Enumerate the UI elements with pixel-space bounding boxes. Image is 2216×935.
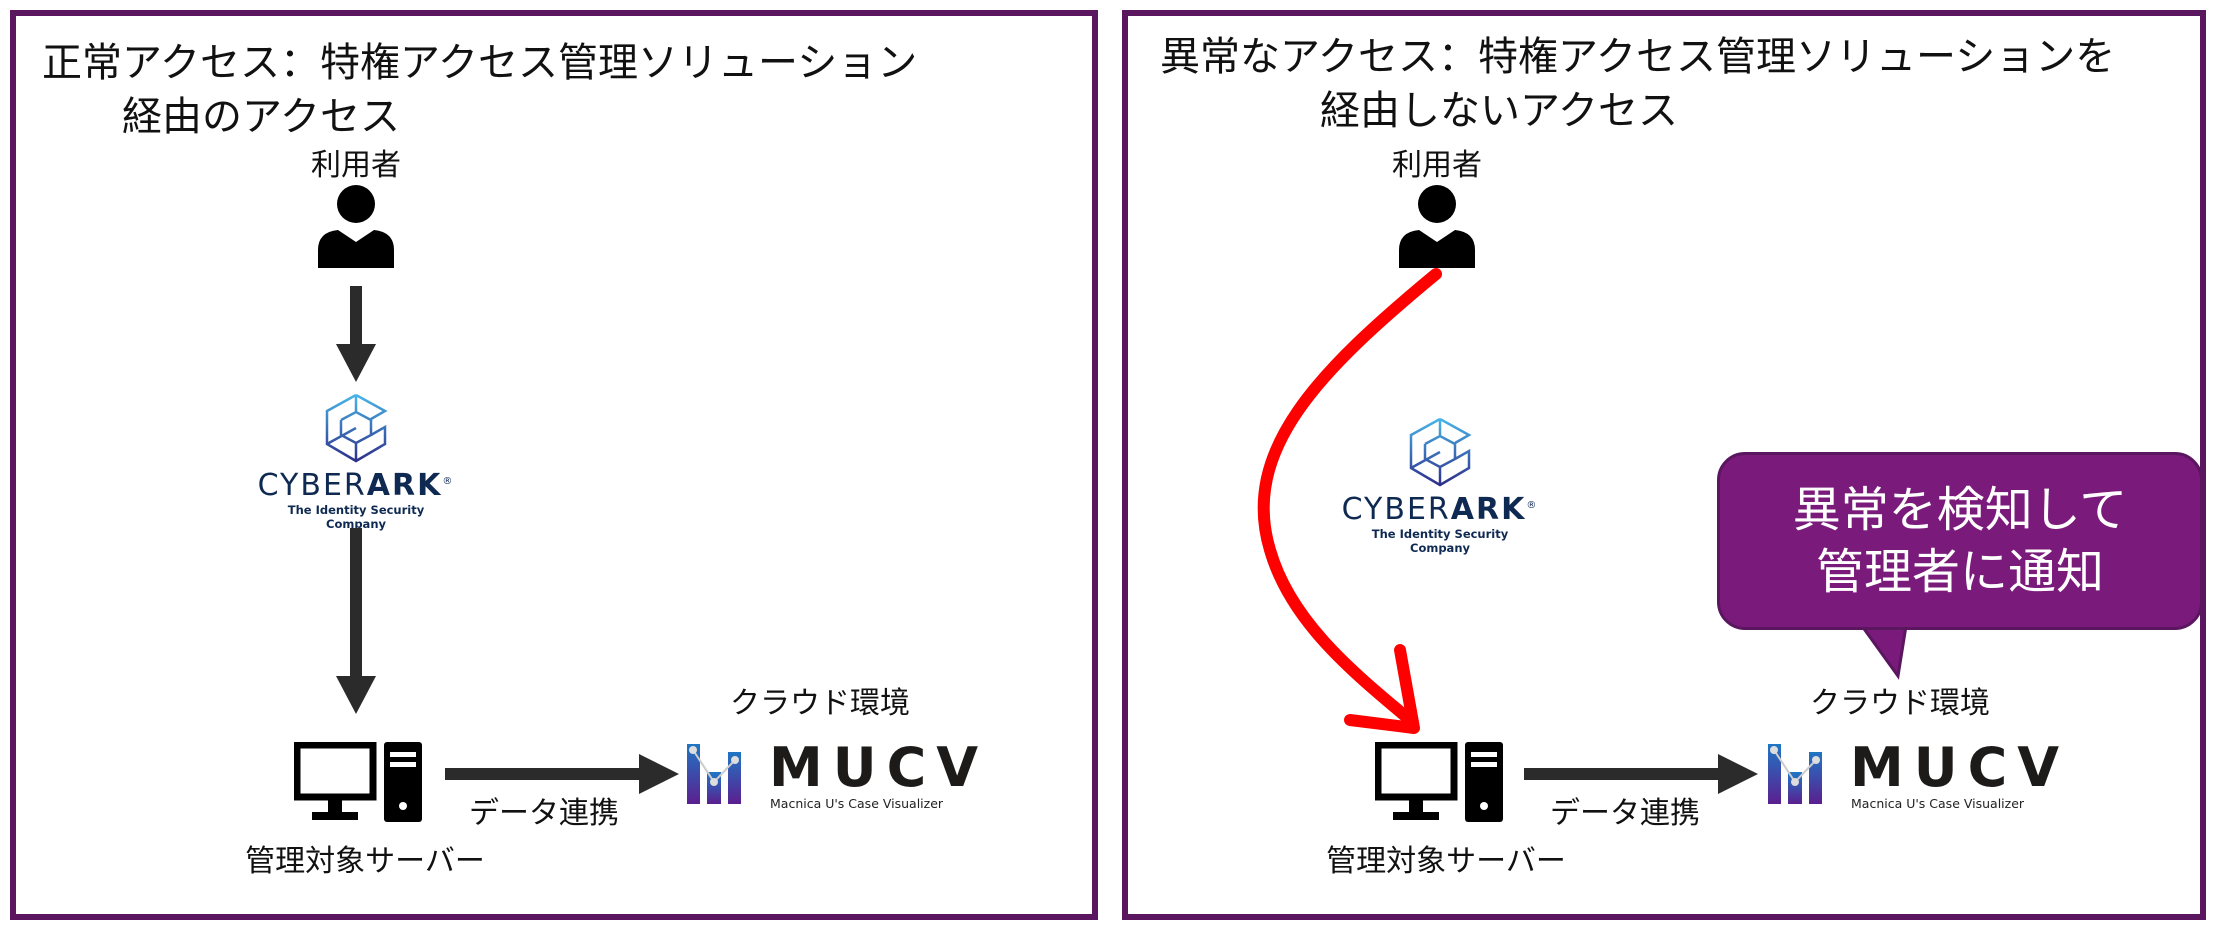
mucv-tagline: Macnica U's Case Visualizer: [770, 796, 944, 811]
arrow-down-icon: [336, 528, 376, 714]
cyberark-logo: CYBERARK® The Identity Security Company: [1340, 416, 1540, 555]
user-label: 利用者: [1392, 148, 1482, 183]
alert-callout-text: 異常を検知して 管理者に通知: [1792, 482, 2128, 600]
data-link-label: データ連携: [1550, 796, 1700, 831]
mucv-logo: MUCV Macnica U's Case Visualizer: [685, 736, 978, 814]
server-label: 管理対象サーバー: [245, 844, 485, 879]
cyberark-logo: CYBERARK® The Identity Security Company: [256, 392, 456, 531]
mucv-mark-icon: [685, 742, 745, 806]
user-icon: [316, 184, 396, 268]
cloud-label: クラウド環境: [1810, 686, 1990, 721]
arrow-right-icon: [1524, 754, 1758, 794]
mucv-name: MUCV: [1850, 736, 2070, 799]
arrow-down-icon: [336, 286, 376, 382]
cyberark-name: CYBER: [1341, 492, 1451, 527]
user-label: 利用者: [311, 148, 401, 183]
cyberark-name-bold: ARK: [366, 468, 443, 503]
cyberark-name-bold: ARK: [1450, 492, 1527, 527]
mucv-logo: MUCV Macnica U's Case Visualizer: [1766, 736, 2059, 814]
data-link-label: データ連携: [469, 796, 619, 831]
cyberark-reg: ®: [442, 476, 455, 487]
bypass-alert-arrow-icon: [1257, 268, 1442, 734]
cyberark-reg: ®: [1526, 500, 1539, 511]
cyberark-tagline: The Identity Security Company: [287, 503, 425, 531]
mucv-mark-icon: [1766, 742, 1826, 806]
alert-callout: 異常を検知して 管理者に通知: [1717, 452, 2203, 630]
abnormal-access-title: 異常なアクセス：特権アクセス管理ソリューションを 経由しないアクセス: [1160, 34, 2116, 134]
arrow-right-icon: [445, 754, 679, 794]
cyberark-name: CYBER: [257, 468, 367, 503]
server-computer-icon: [294, 742, 424, 822]
cyberark-cube-icon: [321, 392, 391, 464]
cyberark-tagline: The Identity Security Company: [1371, 527, 1509, 555]
cloud-label: クラウド環境: [730, 686, 910, 721]
mucv-name: MUCV: [769, 736, 989, 799]
server-label: 管理対象サーバー: [1326, 844, 1566, 879]
mucv-tagline: Macnica U's Case Visualizer: [1851, 796, 2025, 811]
normal-access-title: 正常アクセス：特権アクセス管理ソリューション 経由のアクセス: [42, 40, 918, 140]
server-computer-icon: [1375, 742, 1505, 822]
